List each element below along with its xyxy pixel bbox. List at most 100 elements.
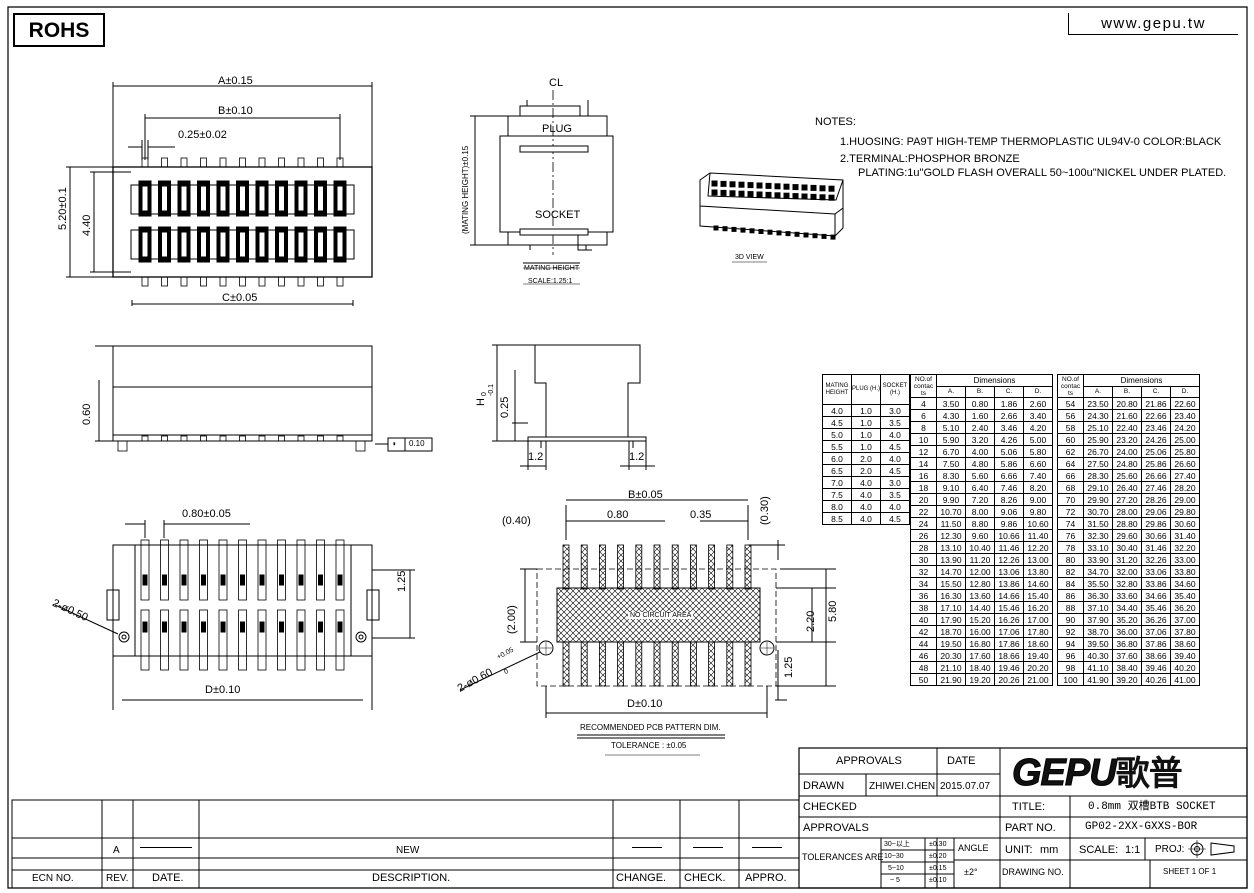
table-cell: 24.00 — [1112, 445, 1142, 458]
table-cell: 24.20 — [1170, 421, 1200, 434]
table-cell: 29.60 — [1112, 529, 1142, 542]
table-cell: 17.60 — [965, 649, 995, 662]
table-cell: 18.70 — [936, 625, 966, 638]
table-cell: 13.00 — [1023, 553, 1053, 566]
table-cell: 24.26 — [1141, 433, 1171, 446]
table-cell: 19.40 — [1023, 649, 1053, 662]
table-cell: 6.66 — [994, 469, 1024, 482]
table-cell: 17.10 — [936, 601, 966, 614]
table-cell: 12.26 — [994, 553, 1024, 566]
table-cell: 31.46 — [1141, 541, 1171, 554]
table-cell: 68 — [1057, 481, 1084, 494]
table-cell: 40.20 — [1170, 661, 1200, 674]
table-cell: 4.0 — [851, 512, 881, 525]
table-cell: 4.00 — [965, 445, 995, 458]
table-cell: 37.10 — [1083, 601, 1113, 614]
table-cell: 8.80 — [965, 517, 995, 530]
pcb-dim-580: 5.80 — [827, 600, 839, 622]
rev-check-blank — [693, 847, 723, 849]
table-cell: 18.66 — [994, 649, 1024, 662]
table-cell: 1.86 — [994, 397, 1024, 410]
table-cell: 4.5 — [880, 512, 910, 525]
table-cell: 34.66 — [1141, 589, 1171, 602]
table-cell: 21.90 — [936, 673, 966, 686]
table-cell: 19.20 — [965, 673, 995, 686]
table-cell: 33.06 — [1141, 565, 1171, 578]
pcb-dim-b: B±0.05 — [628, 489, 663, 501]
table-cell: 12 — [910, 445, 937, 458]
table-cell: 10.60 — [1023, 517, 1053, 530]
drawn-label: DRAWN — [803, 780, 845, 792]
table-cell: 27.20 — [1112, 493, 1142, 506]
tol-range-1: 30~以上 — [884, 841, 910, 848]
table-cell: 7.5 — [822, 488, 852, 501]
mating-height-dim: (MATING HEIGHT)±0.15 — [461, 145, 470, 234]
end-dim-12a: 1.2 — [528, 451, 544, 463]
flatness-value: 0.10 — [409, 439, 425, 448]
table-cell: 25.86 — [1141, 457, 1171, 470]
table-cell: 10.70 — [936, 505, 966, 518]
pcb-pattern-view — [459, 499, 836, 756]
note-line-2: 2.TERMINAL:PHOSPHOR BRONZE — [840, 153, 1020, 165]
dt2-col-b: B. — [1112, 386, 1142, 398]
table-cell: 40 — [910, 613, 937, 626]
top-dim-b: B±0.10 — [218, 105, 253, 117]
bottom-dim-d: D±0.10 — [205, 684, 241, 696]
tol-value-1: ±0.30 — [929, 841, 947, 848]
bottom-dim-125: 1.25 — [396, 570, 408, 592]
table-cell: 37.90 — [1083, 613, 1113, 626]
table-cell: 3.20 — [965, 433, 995, 446]
drawn-name: ZHIWEI.CHEN — [869, 781, 936, 792]
table-cell: 8.5 — [822, 512, 852, 525]
table-cell: 9.90 — [936, 493, 966, 506]
table-cell: 18 — [910, 481, 937, 494]
table-cell: 64 — [1057, 457, 1084, 470]
rohs-badge: ROHS — [13, 13, 105, 47]
table-cell: 38 — [910, 601, 937, 614]
table-cell: 24.30 — [1083, 409, 1113, 422]
table-cell: 20 — [910, 493, 937, 506]
col-change: CHANGE. — [616, 872, 667, 884]
mating-scale: SCALE:1.25:1 — [528, 278, 573, 285]
title-value: 0.8mm 双槽BTB SOCKET — [1088, 801, 1216, 813]
table-cell: 20.30 — [936, 649, 966, 662]
table-cell: 39.46 — [1141, 661, 1171, 674]
flatness-symbol-icon: ◗ — [392, 439, 397, 448]
table-cell: 9.00 — [1023, 493, 1053, 506]
table-cell: 84 — [1057, 577, 1084, 590]
table-cell: 41.00 — [1170, 673, 1200, 686]
table-cell: 26.60 — [1170, 457, 1200, 470]
table-cell: 88 — [1057, 601, 1084, 614]
table-cell: 1.0 — [851, 428, 881, 441]
dt1-col-c: C. — [994, 386, 1024, 398]
side-view — [95, 345, 433, 452]
iso-view — [699, 172, 844, 263]
table-cell: 34.40 — [1112, 601, 1142, 614]
table-cell: 10 — [910, 433, 937, 446]
table-cell: 27.46 — [1141, 481, 1171, 494]
rev-description-new: NEW — [396, 845, 420, 856]
table-cell: 10.40 — [965, 541, 995, 554]
plug-label: PLUG — [542, 123, 572, 135]
mh-header-plug: PLUG (H.) — [851, 374, 881, 405]
table-cell: 42 — [910, 625, 937, 638]
tol-range-2: 10~30 — [884, 853, 904, 860]
table-cell: 34.70 — [1083, 565, 1113, 578]
table-cell: 1.0 — [851, 404, 881, 417]
table-cell: 32.26 — [1141, 553, 1171, 566]
dt2-dimensions-header: Dimensions — [1083, 374, 1200, 387]
table-cell: 35.40 — [1170, 589, 1200, 602]
proj-label: PROJ: — [1155, 844, 1185, 855]
sheet-label: SHEET 1 OF 1 — [1163, 867, 1217, 876]
